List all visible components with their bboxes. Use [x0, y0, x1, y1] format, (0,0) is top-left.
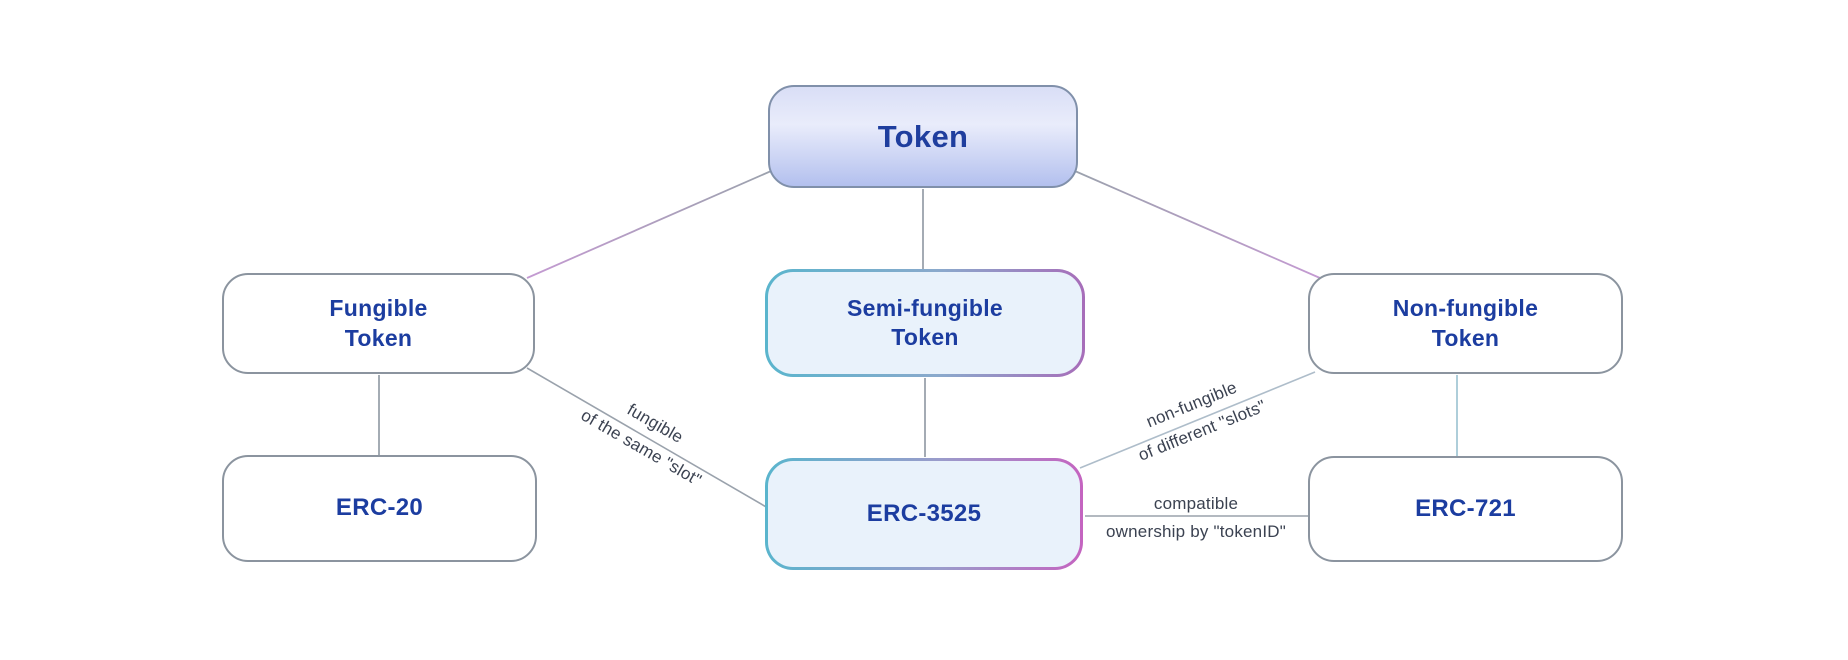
node-non-fungible-token: Non-fungible Token — [1308, 273, 1623, 374]
node-semi-fungible-token: Semi-fungible Token — [765, 269, 1085, 377]
edge-label-compatible-ownership-line2: ownership by "tokenID" — [1106, 522, 1286, 541]
node-token: Token — [768, 85, 1078, 188]
node-semi-fungible-inner: Semi-fungible Token — [768, 272, 1082, 374]
node-fungible-label-line2: Token — [344, 324, 413, 351]
node-erc3525: ERC-3525 — [765, 458, 1083, 570]
node-erc3525-label: ERC-3525 — [866, 499, 982, 527]
node-erc3525-inner: ERC-3525 — [768, 461, 1080, 567]
edge-label-non-fungible-different-slots: non-fungible of different "slots" — [1071, 349, 1323, 488]
edge-label-fungible-same-slot: fungible of the same "slot" — [531, 355, 765, 518]
edge-token-to-fungible — [526, 167, 779, 279]
node-non-fungible-label-line2: Token — [1431, 324, 1500, 351]
edge-token-to-non-fungible — [1067, 167, 1321, 279]
node-fungible-label-line1: Fungible — [329, 295, 428, 322]
node-non-fungible-label-line1: Non-fungible — [1392, 295, 1539, 322]
node-erc721-label: ERC-721 — [1415, 494, 1516, 522]
node-semi-fungible-label-line2: Token — [891, 324, 959, 350]
node-semi-fungible-label-line1: Semi-fungible — [847, 294, 1003, 321]
edge-label-compatible-ownership-line1: compatible — [1153, 494, 1239, 513]
edge-label-compatible-ownership: compatible ownership by "tokenID" — [1066, 494, 1326, 542]
node-token-label: Token — [877, 118, 969, 154]
node-erc20-label: ERC-20 — [335, 494, 424, 522]
node-erc20: ERC-20 — [222, 455, 537, 562]
node-fungible-token: Fungible Token — [222, 273, 535, 374]
node-erc721: ERC-721 — [1308, 456, 1623, 562]
